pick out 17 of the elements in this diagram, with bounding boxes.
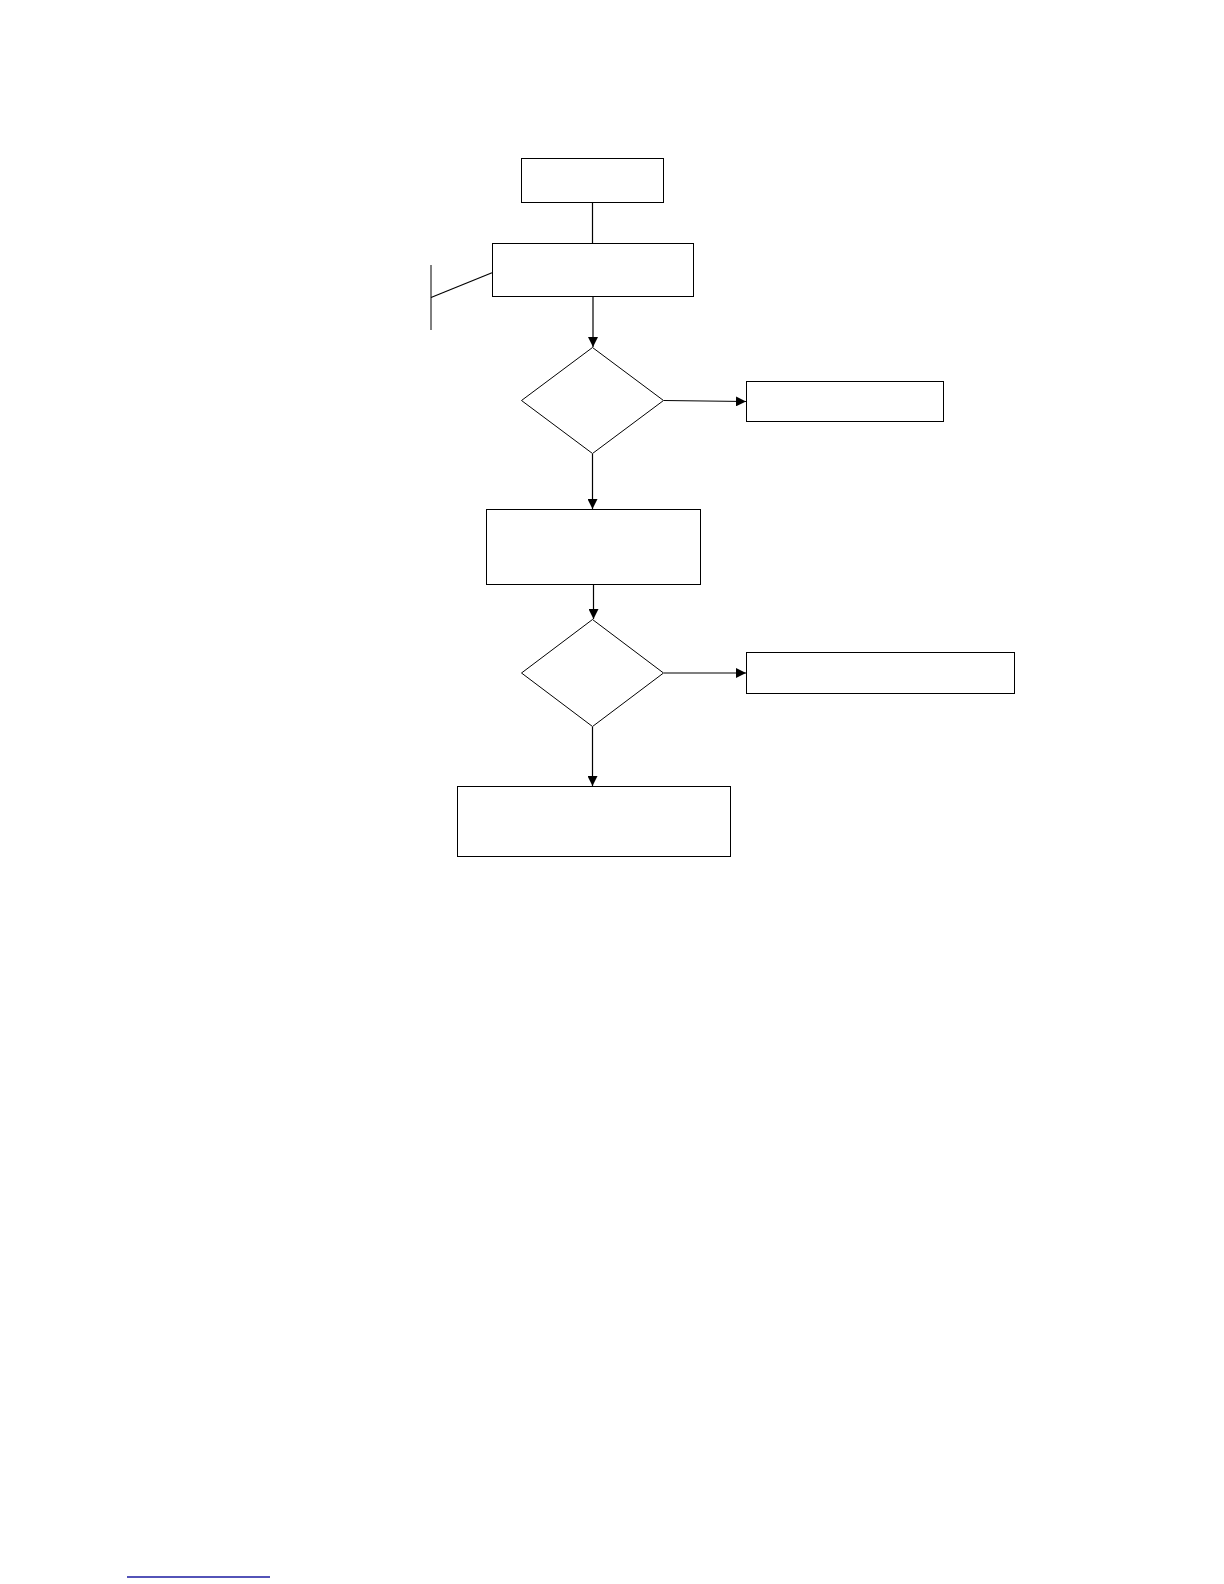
process-box [746, 381, 944, 422]
process-box [486, 509, 701, 585]
connector-line [591, 202, 594, 244]
process-box [492, 243, 694, 297]
arrow [663, 396, 747, 407]
process-box [457, 786, 731, 857]
annotation-bracket [428, 265, 434, 330]
arrow [587, 726, 598, 787]
arrow [663, 668, 747, 678]
process-box [521, 158, 664, 203]
leader-line [430, 272, 493, 299]
arrow [588, 584, 599, 620]
arrow [588, 296, 598, 348]
process-box [746, 652, 1015, 694]
decision-diamond [521, 619, 664, 727]
decision-diamond [521, 347, 664, 454]
arrow [587, 453, 598, 510]
